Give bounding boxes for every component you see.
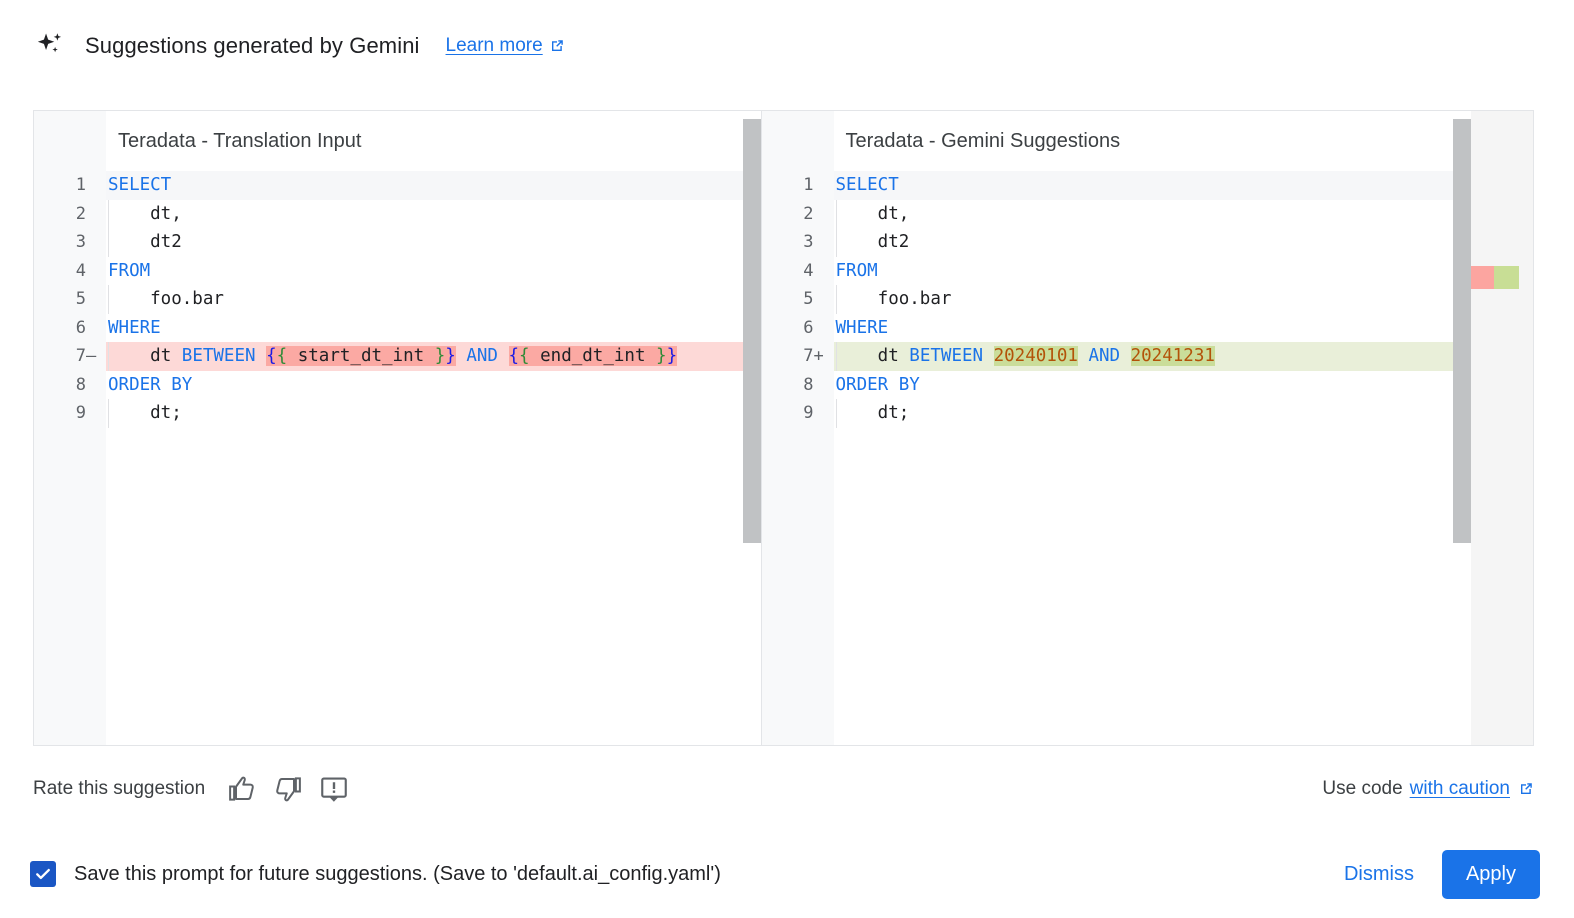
left-code-area[interactable]: Teradata - Translation Input SELECT dt, …	[106, 111, 761, 745]
with-caution-link[interactable]: with caution	[1409, 778, 1510, 799]
use-code-prefix: Use code	[1322, 778, 1403, 799]
diff-viewer: 1 2 3 4 5 6 7— 8 9 Teradata - Translatio…	[33, 110, 1534, 746]
use-code-with-caution: Use code with caution	[1322, 778, 1534, 800]
line-number: 5	[75, 289, 86, 309]
left-pane-title: Teradata - Translation Input	[118, 129, 362, 152]
code-line: foo.bar	[106, 285, 761, 314]
line-number: 6	[75, 317, 86, 338]
diff-pane-left: 1 2 3 4 5 6 7— 8 9 Teradata - Translatio…	[34, 111, 761, 745]
left-code-lines: SELECT dt, dt2 FROM foo.bar WHERE dt BET…	[106, 171, 761, 428]
footer-actions: Dismiss Apply	[1328, 849, 1540, 899]
page-title: Suggestions generated by Gemini	[85, 33, 420, 58]
code-line: SELECT	[833, 171, 1533, 200]
right-gutter: 1 2 3 4 5 6 7+ 8 9	[761, 111, 834, 745]
line-number: 4	[803, 260, 814, 281]
right-code-area[interactable]: Teradata - Gemini Suggestions SELECT dt,…	[833, 111, 1533, 745]
code-line-inserted: dt BETWEEN 20240101 AND 20241231	[833, 342, 1533, 371]
code-line: dt;	[834, 399, 1533, 428]
learn-more-link[interactable]: Learn more	[446, 35, 565, 57]
check-icon	[36, 868, 50, 880]
code-line: SELECT	[106, 171, 761, 200]
line-number: 1	[803, 175, 814, 195]
pane-divider	[760, 111, 762, 745]
dismiss-button[interactable]: Dismiss	[1328, 852, 1430, 897]
code-line: WHERE	[835, 317, 889, 338]
line-number: 7—	[75, 346, 97, 366]
scrollbar-thumb[interactable]	[1453, 119, 1471, 543]
external-link-icon	[549, 38, 565, 54]
line-number: 8	[803, 374, 814, 395]
line-number: 2	[75, 203, 86, 224]
rating-icons	[227, 774, 349, 804]
external-link-icon	[1517, 781, 1534, 797]
thumb-up-icon[interactable]	[227, 774, 257, 804]
left-vertical-scrollbar[interactable]	[742, 111, 761, 745]
apply-button[interactable]: Apply	[1441, 849, 1540, 899]
code-line: dt2	[834, 228, 1533, 257]
line-number: 7+	[803, 346, 824, 366]
right-vertical-scrollbar[interactable]	[1453, 111, 1471, 745]
ruler-marker-inserted	[1494, 266, 1519, 289]
line-number: 5	[803, 289, 814, 309]
diff-pane-right: 1 2 3 4 5 6 7+ 8 9 Teradata - Gemini Sug…	[761, 111, 1533, 745]
thumb-down-icon[interactable]	[273, 774, 303, 804]
line-number: 8	[75, 374, 86, 395]
right-code-lines: SELECT dt, dt2 FROM foo.bar WHERE dt BET…	[833, 171, 1533, 428]
learn-more-label: Learn more	[445, 35, 543, 56]
scrollbar-thumb[interactable]	[742, 119, 761, 543]
code-line: FROM	[835, 260, 878, 281]
right-line-numbers: 1 2 3 4 5 6 7+ 8 9	[762, 171, 826, 428]
sparkle-icon	[33, 29, 67, 63]
code-line: dt;	[106, 399, 761, 428]
rate-label: Rate this suggestion	[33, 778, 206, 799]
line-number: 4	[75, 260, 86, 281]
code-line: foo.bar	[834, 285, 1533, 314]
code-line: dt,	[106, 199, 761, 228]
overview-ruler[interactable]	[1471, 111, 1533, 745]
save-prompt-label: Save this prompt for future suggestions.…	[74, 862, 721, 885]
code-line: ORDER BY	[835, 374, 920, 395]
left-gutter: 1 2 3 4 5 6 7— 8 9	[34, 111, 106, 745]
code-line: dt,	[834, 199, 1533, 228]
line-number: 3	[803, 232, 814, 252]
line-number: 2	[803, 203, 814, 224]
code-line-deleted: dt BETWEEN {{ start_dt_int }} AND {{ end…	[106, 342, 761, 371]
line-number: 6	[803, 317, 814, 338]
code-line: WHERE	[108, 317, 161, 338]
left-line-numbers: 1 2 3 4 5 6 7— 8 9	[34, 171, 98, 428]
code-line: dt2	[106, 228, 761, 257]
rating-bar: Rate this suggestion	[33, 766, 1534, 812]
footer-bar: Save this prompt for future suggestions.…	[30, 848, 1540, 900]
ruler-marker-deleted	[1471, 266, 1494, 289]
panel-header: Suggestions generated by Gemini Learn mo…	[33, 26, 565, 66]
report-feedback-icon[interactable]	[319, 774, 349, 804]
line-number: 9	[803, 403, 814, 423]
line-number: 3	[75, 232, 86, 252]
line-number: 9	[75, 403, 86, 423]
code-line: FROM	[108, 260, 151, 281]
save-prompt-checkbox[interactable]	[30, 861, 56, 887]
right-pane-title: Teradata - Gemini Suggestions	[845, 129, 1121, 152]
line-number: 1	[75, 175, 86, 195]
code-line: ORDER BY	[108, 374, 193, 395]
